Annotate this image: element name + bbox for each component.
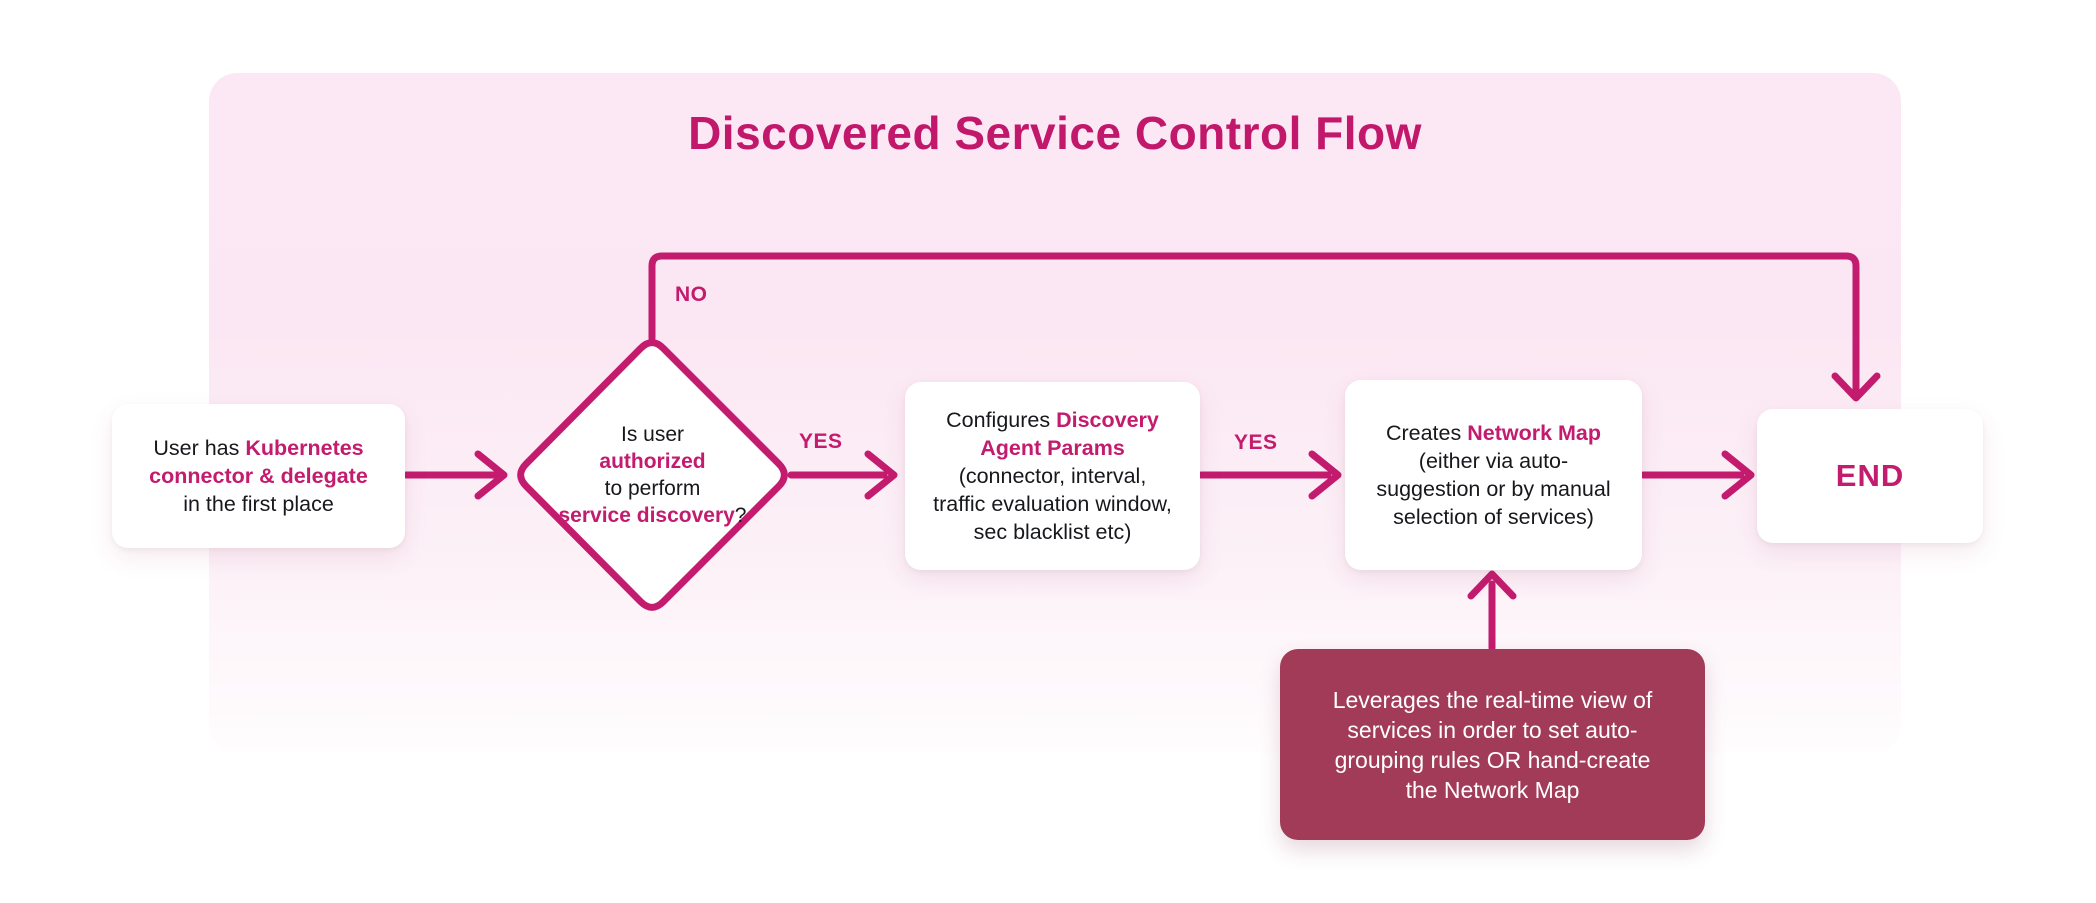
edge-label-yes-configure: YES [1234, 431, 1278, 454]
node-start-text: User has [153, 436, 246, 460]
node-configure-line1: Configures Discovery [946, 406, 1159, 434]
node-create-accent-text: Network Map [1467, 421, 1602, 445]
node-create-line2: (either via auto- [1418, 449, 1569, 473]
note-line3: grouping rules OR hand-create [1334, 746, 1651, 773]
node-create-line4: selection of services) [1393, 505, 1594, 529]
node-configure-accent-text: Agent Params [980, 436, 1125, 460]
node-decision-line3: to perform [604, 477, 701, 500]
node-start-line2: connector & delegate [149, 462, 368, 490]
node-configure-accent-text: Discovery [1056, 408, 1159, 432]
node-end: END [1757, 409, 1983, 543]
node-configure: Configures Discovery Agent Params (conne… [905, 382, 1200, 570]
edge-label-yes-decision: YES [799, 430, 843, 453]
node-create-text: Creates [1385, 421, 1468, 445]
node-configure-line4: traffic evaluation window, [933, 492, 1172, 516]
node-start-accent-text: Kubernetes [245, 436, 364, 460]
node-configure-text: Configures [946, 408, 1057, 432]
edge-label-no: NO [675, 283, 708, 306]
node-start-text: in the first place [183, 492, 334, 516]
node-create-line1: Creates Network Map [1386, 419, 1601, 447]
node-decision-text: ? [734, 504, 747, 527]
node-decision-line4: service discovery? [515, 502, 790, 529]
node-start-line1: User has Kubernetes [153, 434, 363, 462]
node-start-accent-text: connector & delegate [149, 464, 368, 488]
node-decision: Is user authorized to perform service di… [515, 421, 790, 529]
note-line4: the Network Map [1405, 776, 1580, 803]
note-box: Leverages the real-time view of services… [1280, 649, 1705, 840]
node-decision-accent-text: authorized [599, 450, 706, 473]
note-line2: services in order to set auto- [1347, 716, 1638, 743]
node-decision-line1: Is user [620, 423, 685, 446]
node-configure-line5: sec blacklist etc) [973, 520, 1132, 544]
node-start: User has Kubernetes connector & delegate… [112, 404, 405, 548]
page-title: Discovered Service Control Flow [688, 107, 1422, 159]
end-label: END [1835, 458, 1905, 493]
node-start-line3: in the first place [183, 490, 334, 518]
node-decision-accent-text: service discovery [558, 504, 735, 527]
node-configure-line2: Agent Params [980, 434, 1125, 462]
note-line1: Leverages the real-time view of [1332, 686, 1653, 713]
node-decision-line2: authorized [515, 448, 790, 475]
node-create-network-map: Creates Network Map (either via auto- su… [1345, 380, 1642, 570]
node-create-line3: suggestion or by manual [1376, 477, 1611, 501]
node-configure-line3: (connector, interval, [958, 464, 1147, 488]
